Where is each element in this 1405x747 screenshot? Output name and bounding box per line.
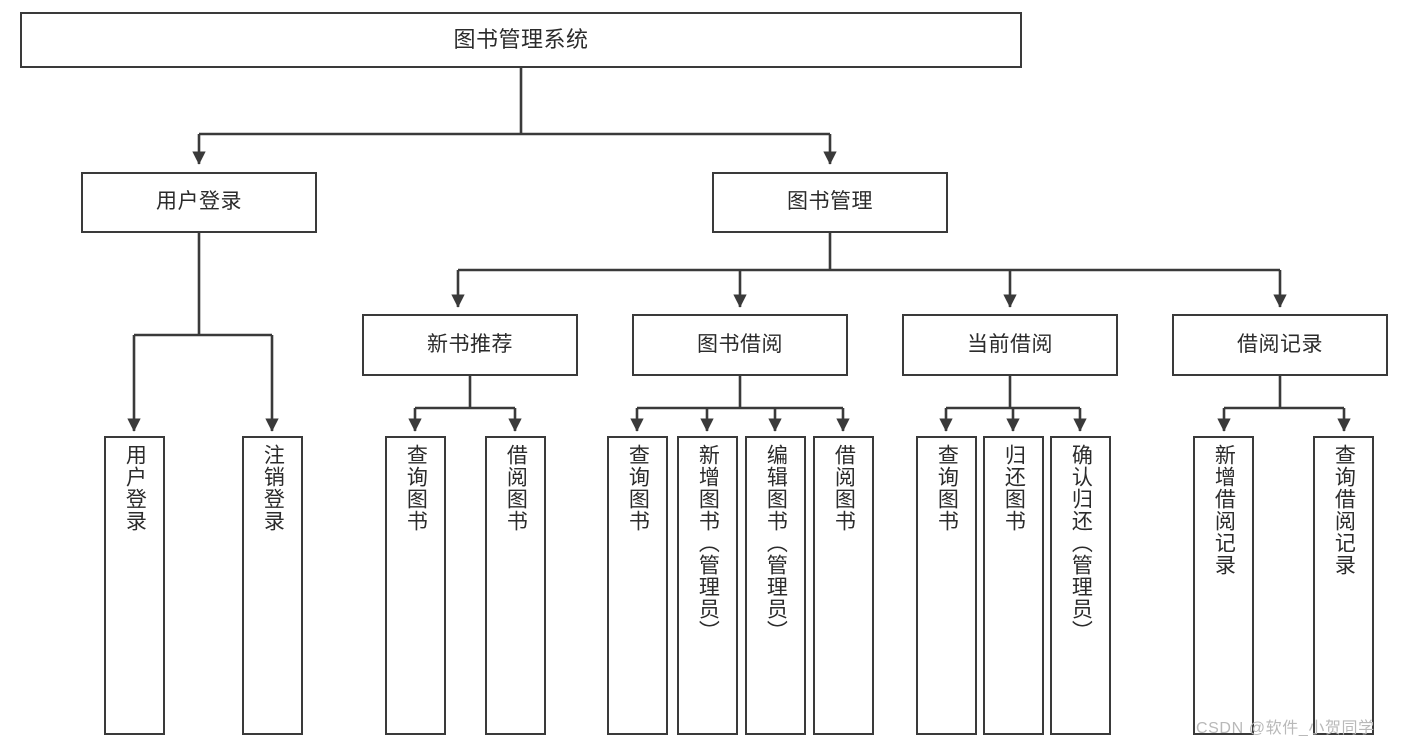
node-label: 图书管理 <box>787 190 873 214</box>
node-label: 编辑图书（管理员） <box>764 444 788 642</box>
node-label: 用户登录 <box>123 444 147 532</box>
node-label: 查询借阅记录 <box>1332 444 1356 576</box>
leaf-borrow-record-query[interactable]: 查询借阅记录 <box>1313 436 1374 735</box>
node-label: 查询图书 <box>935 444 959 532</box>
leaf-new-book-borrow[interactable]: 借阅图书 <box>485 436 546 735</box>
node-label: 用户登录 <box>156 190 242 214</box>
leaf-current-borrow-return[interactable]: 归还图书 <box>983 436 1044 735</box>
leaf-book-borrow-borrow[interactable]: 借阅图书 <box>813 436 874 735</box>
node-label: 当前借阅 <box>967 332 1053 356</box>
leaf-current-borrow-query[interactable]: 查询图书 <box>916 436 977 735</box>
node-label: 注销登录 <box>261 444 285 532</box>
node-borrow-record[interactable]: 借阅记录 <box>1172 314 1388 376</box>
leaf-book-borrow-query[interactable]: 查询图书 <box>607 436 668 735</box>
node-new-book-recommend[interactable]: 新书推荐 <box>362 314 578 376</box>
node-label: 新书推荐 <box>427 332 513 356</box>
node-label: 新增借阅记录 <box>1212 444 1236 576</box>
leaf-user-login-logout[interactable]: 注销登录 <box>242 436 303 735</box>
node-label: 确认归还（管理员） <box>1069 444 1093 642</box>
node-user-login[interactable]: 用户登录 <box>81 172 317 233</box>
node-label: 借阅图书 <box>504 444 528 532</box>
node-current-borrow[interactable]: 当前借阅 <box>902 314 1118 376</box>
node-label: 借阅图书 <box>832 444 856 532</box>
node-label: 借阅记录 <box>1237 332 1323 356</box>
leaf-book-borrow-edit[interactable]: 编辑图书（管理员） <box>745 436 806 735</box>
node-label: 新增图书（管理员） <box>696 444 720 642</box>
leaf-borrow-record-add[interactable]: 新增借阅记录 <box>1193 436 1254 735</box>
node-label: 归还图书 <box>1002 444 1026 532</box>
leaf-book-borrow-add[interactable]: 新增图书（管理员） <box>677 436 738 735</box>
leaf-user-login-login[interactable]: 用户登录 <box>104 436 165 735</box>
node-label: 查询图书 <box>404 444 428 532</box>
node-label: 查询图书 <box>626 444 650 532</box>
node-label: 图书管理系统 <box>453 27 589 53</box>
node-root-system[interactable]: 图书管理系统 <box>20 12 1022 68</box>
leaf-current-borrow-confirm-return[interactable]: 确认归还（管理员） <box>1050 436 1111 735</box>
node-book-management[interactable]: 图书管理 <box>712 172 948 233</box>
leaf-new-book-query[interactable]: 查询图书 <box>385 436 446 735</box>
node-book-borrow[interactable]: 图书借阅 <box>632 314 848 376</box>
node-label: 图书借阅 <box>697 332 783 356</box>
